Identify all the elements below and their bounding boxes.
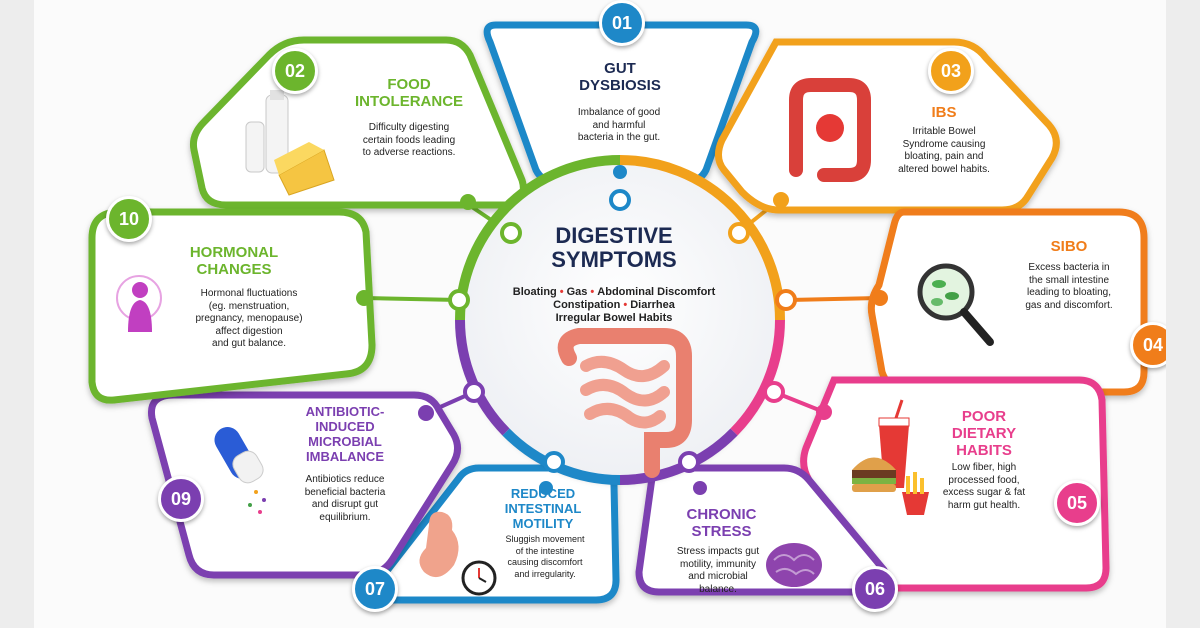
intestine-icon xyxy=(557,328,692,478)
badge-05: 05 xyxy=(1054,480,1100,526)
symptom-bloating: Bloating xyxy=(512,286,557,298)
symptom-abdominal-discomfort: Abdominal Discomfort xyxy=(597,286,716,298)
center-symptoms: Bloating•Gas•Abdominal Discomfort Consti… xyxy=(512,286,716,324)
center-title-line1: DIGESTIVE xyxy=(555,223,673,248)
symptom-constipation: Constipation xyxy=(553,299,621,311)
title-sibo: SIBO xyxy=(1050,238,1088,255)
badge-04: 04 xyxy=(1130,322,1166,368)
badge-09: 09 xyxy=(158,476,204,522)
badge-06: 06 xyxy=(852,566,898,612)
badge-02: 02 xyxy=(272,48,318,94)
infographic-graphics xyxy=(88,21,1148,604)
woman-icon xyxy=(116,275,162,332)
colon-icon xyxy=(789,78,871,182)
badge-10: 10 xyxy=(106,196,152,242)
center-title: DIGESTIVE SYMPTOMS xyxy=(514,224,714,272)
connector-nodes xyxy=(356,165,888,495)
stomach-clock-icon xyxy=(419,511,497,596)
center-circle xyxy=(460,160,780,480)
infographic: DIGESTIVE SYMPTOMS Bloating•Gas•Abdomina… xyxy=(34,0,1166,628)
center-title-line2: SYMPTOMS xyxy=(551,247,677,272)
card-poor-dietary-habits-shape xyxy=(800,376,1110,592)
symptom-irregular-bowel-habits: Irregular Bowel Habits xyxy=(555,312,673,324)
pill-icon xyxy=(214,427,266,514)
brain-icon xyxy=(766,543,822,587)
title-ibs: IBS xyxy=(931,104,957,121)
badge-07: 07 xyxy=(352,566,398,612)
symptom-gas: Gas xyxy=(566,286,588,298)
symptom-diarrhea: Diarrhea xyxy=(630,299,675,311)
fast-food-icon xyxy=(852,399,929,515)
magnifier-bacteria-icon xyxy=(917,263,994,346)
desc-hormonal-changes: Hormonal fluctuations(eg. menstruation,p… xyxy=(195,288,303,349)
card-hormonal-changes-shape xyxy=(88,208,376,404)
badge-03: 03 xyxy=(928,48,974,94)
milk-cheese-icon xyxy=(245,90,335,196)
badge-01: 01 xyxy=(599,0,645,46)
